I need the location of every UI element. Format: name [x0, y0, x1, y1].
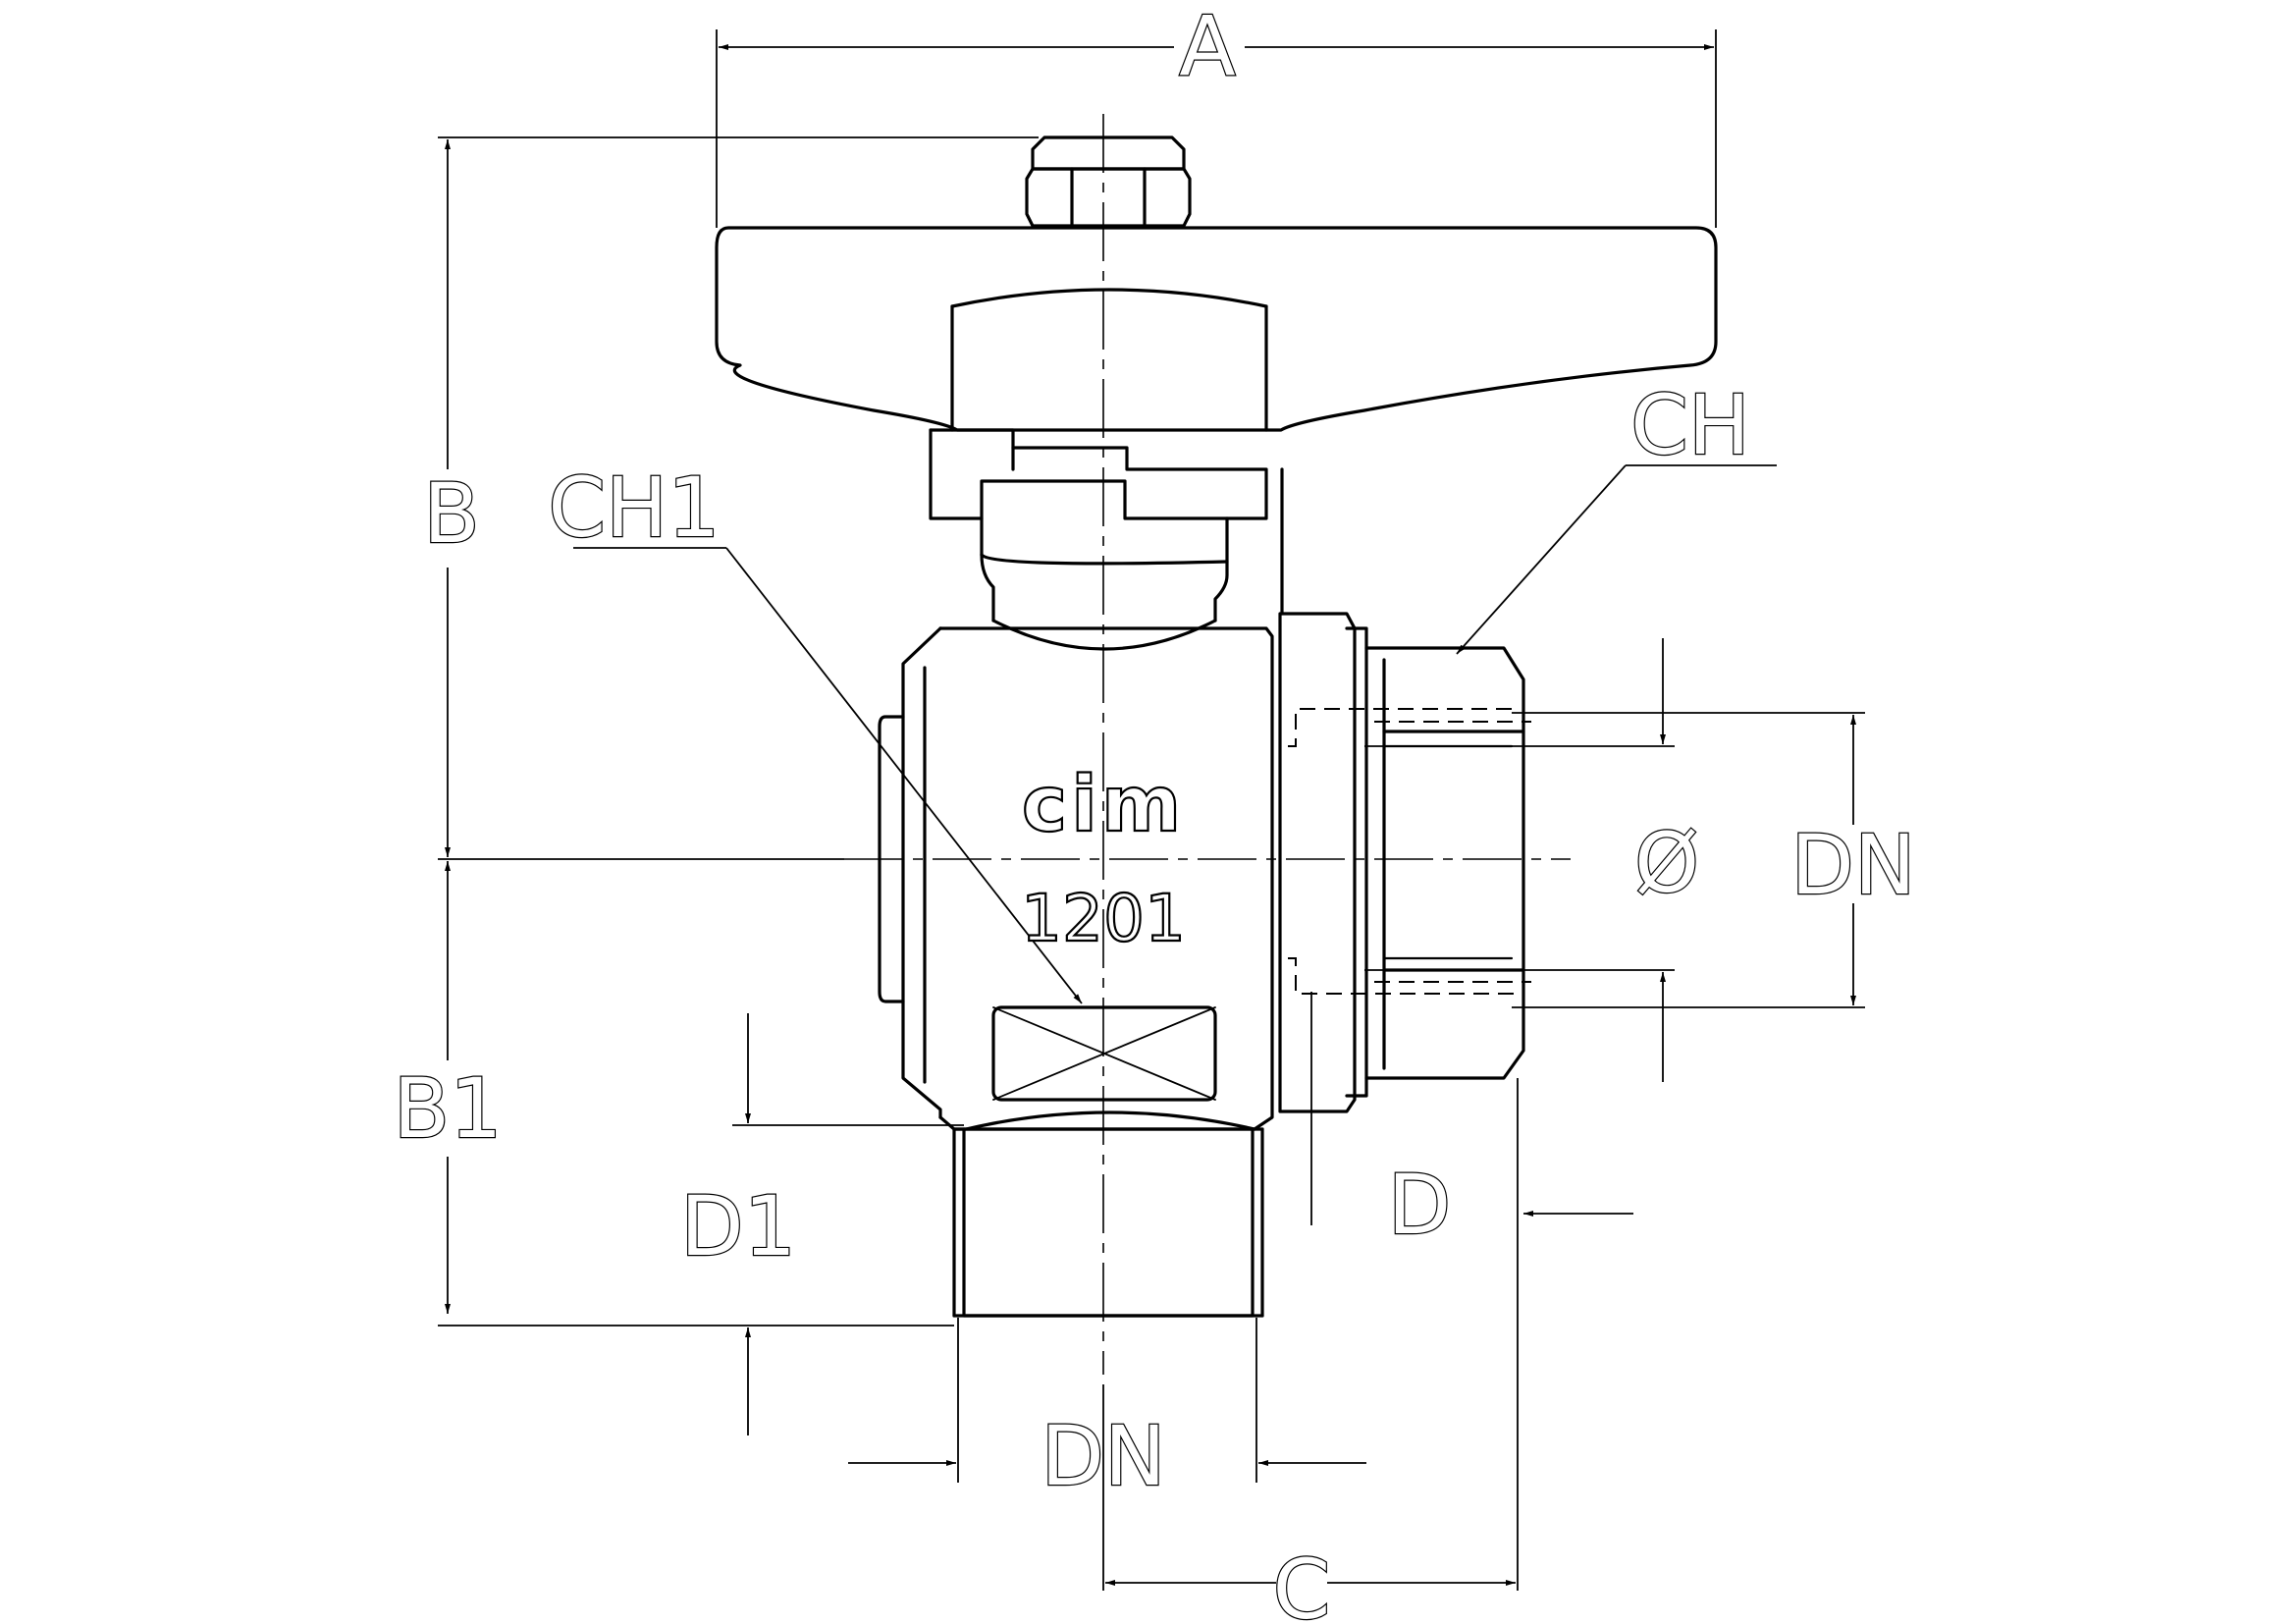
label-D1: D1	[680, 1178, 796, 1274]
stem-nut	[1025, 135, 1192, 228]
label-DN-bottom: DN	[1041, 1408, 1166, 1504]
bottom-threaded-outlet	[952, 1127, 1264, 1318]
label-A: A	[1179, 0, 1235, 94]
brand-logo-text: cim	[1022, 761, 1185, 849]
dimension-labels: A B B1 CH CH1 Ø DN DN D D1 C	[392, 0, 1917, 1624]
stem-neck	[980, 516, 1229, 651]
dimension-lines	[438, 29, 1865, 1591]
hidden-lines	[1288, 708, 1531, 995]
ch1-wrench-flat	[991, 1005, 1217, 1102]
body-markings: cim 1201	[1020, 760, 1187, 957]
valve-outline	[715, 135, 1718, 1318]
valve-body	[878, 626, 1274, 1131]
side-union	[1278, 612, 1525, 1113]
label-diameter: Ø	[1634, 815, 1699, 911]
label-B1: B1	[393, 1060, 502, 1157]
center-lines	[844, 114, 1571, 1375]
label-DN-right: DN	[1790, 817, 1916, 913]
label-CH: CH	[1630, 377, 1750, 473]
label-B: B	[423, 465, 480, 562]
label-C: C	[1273, 1542, 1331, 1624]
label-D: D	[1388, 1157, 1452, 1253]
model-number: 1201	[1021, 881, 1186, 956]
label-CH1: CH1	[548, 460, 720, 556]
t-handle	[715, 226, 1718, 616]
